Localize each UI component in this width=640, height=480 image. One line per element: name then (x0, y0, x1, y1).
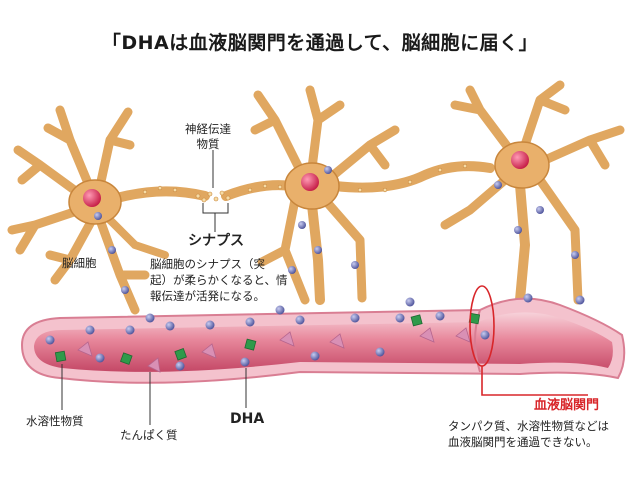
nucleus-1 (83, 189, 101, 207)
neurotransmitter-label: 神経伝達 物質 (185, 122, 231, 151)
water-soluble-cubes (54, 312, 481, 365)
neurons (7, 80, 625, 315)
bbb-pointer (481, 366, 588, 396)
brain-cell-label: 脳細胞 (62, 256, 97, 270)
synapse-label: シナプス (188, 233, 244, 249)
bbb-label: 血液脳関門 (534, 398, 600, 413)
vessel-dha-dots (45, 293, 585, 371)
nucleus-2 (301, 173, 319, 191)
nuclei (83, 151, 529, 207)
page-title: 「DHAは血液脳関門を通過して、脳細胞に届く」 (101, 32, 539, 54)
protein-label: たんぱく質 (120, 428, 178, 442)
nucleus-3 (511, 151, 529, 169)
synapse-bracket (202, 203, 229, 214)
dha-label: DHA (230, 411, 265, 427)
synapse-description: 脳細胞のシナプス（突 起）が柔らかくなると、情 報伝達が活発になる。 (150, 257, 288, 303)
bbb-description: タンパク質、水溶性物質などは 血液脳関門を通過できない。 (448, 419, 609, 449)
neuron-dha-dots (94, 166, 579, 294)
synapse-vesicles (142, 163, 468, 203)
protein-pyramids (77, 327, 471, 373)
blood-vessel (20, 297, 626, 384)
water-soluble-label: 水溶性物質 (26, 414, 84, 428)
